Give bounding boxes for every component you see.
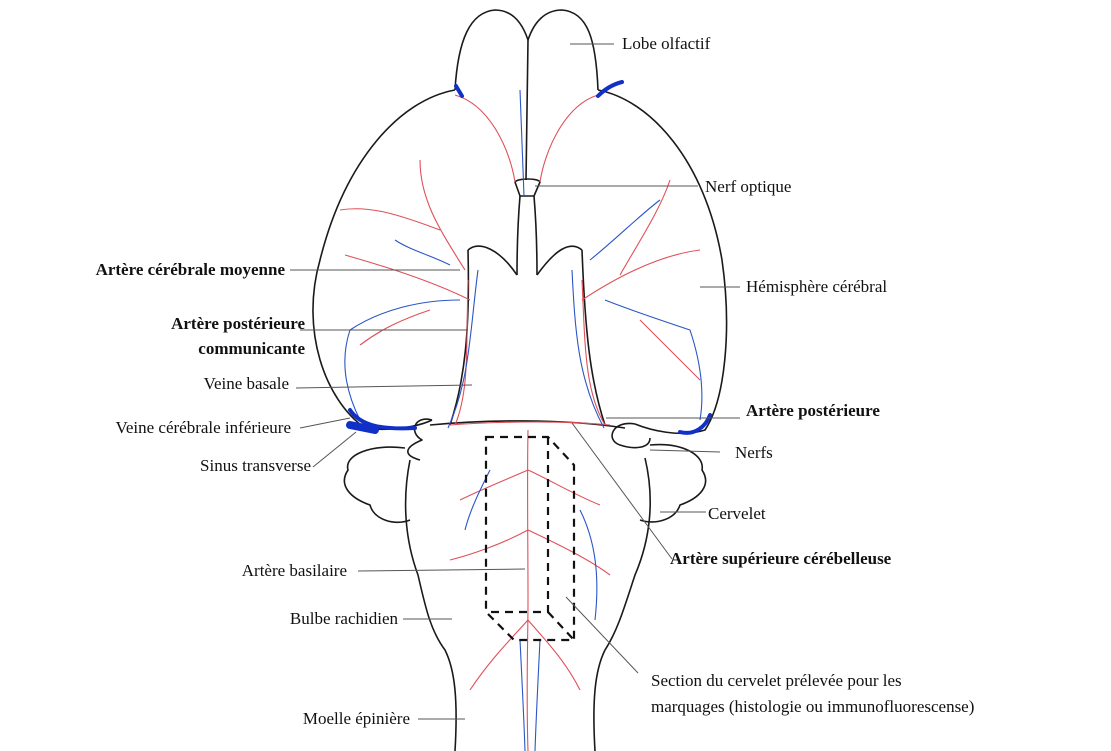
label-section-line2: marquages (histologie ou immunofluoresce…	[651, 697, 974, 717]
vein-basal-left	[448, 270, 478, 428]
brainstem-right	[594, 458, 650, 751]
label-artere-posterieure-communicante-1: Artère postérieure	[171, 314, 305, 334]
label-artere-superieure-cerebelleuse: Artère supérieure cérébelleuse	[670, 549, 891, 569]
leader-nerfs	[650, 450, 720, 452]
leader-superieure-cerebelleuse	[572, 423, 672, 559]
label-bulbe-rachidien: Bulbe rachidien	[290, 609, 398, 629]
artery-pcomm-right	[582, 280, 605, 425]
left-hemisphere-outline	[313, 90, 455, 429]
label-artere-posterieure-communicante-2: communicante	[198, 339, 305, 359]
label-nerf-optique: Nerf optique	[705, 177, 791, 197]
leader-section	[566, 597, 638, 673]
arteries	[340, 95, 700, 751]
leader-veine-basale	[296, 385, 472, 388]
label-moelle-epiniere: Moelle épinière	[303, 709, 410, 729]
label-veine-cerebrale-inferieure: Veine cérébrale inférieure	[115, 418, 291, 438]
left-cerebellum	[344, 447, 410, 522]
right-hemisphere-outline	[598, 90, 727, 433]
sinus-transverse	[350, 82, 710, 433]
label-artere-posterieure: Artère postérieure	[746, 401, 880, 421]
label-sinus-transverse: Sinus transverse	[200, 456, 311, 476]
section-box	[486, 437, 574, 640]
label-hemisphere-cerebral: Hémisphère cérébral	[746, 277, 887, 297]
brainstem-left	[406, 460, 457, 751]
optic-nerve-left	[517, 196, 520, 275]
optic-chiasm	[515, 179, 540, 196]
artery-ant-left	[455, 95, 515, 182]
leader-artere-basilaire	[358, 569, 525, 571]
diencephalon-top	[468, 246, 517, 275]
label-nerfs: Nerfs	[735, 443, 773, 463]
leader-veine-cerebrale-inf	[300, 418, 350, 428]
label-section-line1: Section du cervelet prélevée pour les	[651, 671, 902, 691]
label-artere-cerebrale-moyenne: Artère cérébrale moyenne	[96, 260, 285, 280]
label-veine-basale: Veine basale	[204, 374, 289, 394]
optic-nerve-right	[534, 196, 537, 275]
midline	[526, 40, 528, 180]
artery-basilar	[527, 430, 528, 751]
label-lobe-olfactif: Lobe olfactif	[622, 34, 710, 54]
olfactory-lobes-outline	[455, 10, 598, 90]
label-artere-basilaire: Artère basilaire	[242, 561, 347, 581]
diencephalon-top-r	[537, 246, 582, 275]
artery-ant-right	[540, 95, 598, 182]
label-cervelet: Cervelet	[708, 504, 766, 524]
